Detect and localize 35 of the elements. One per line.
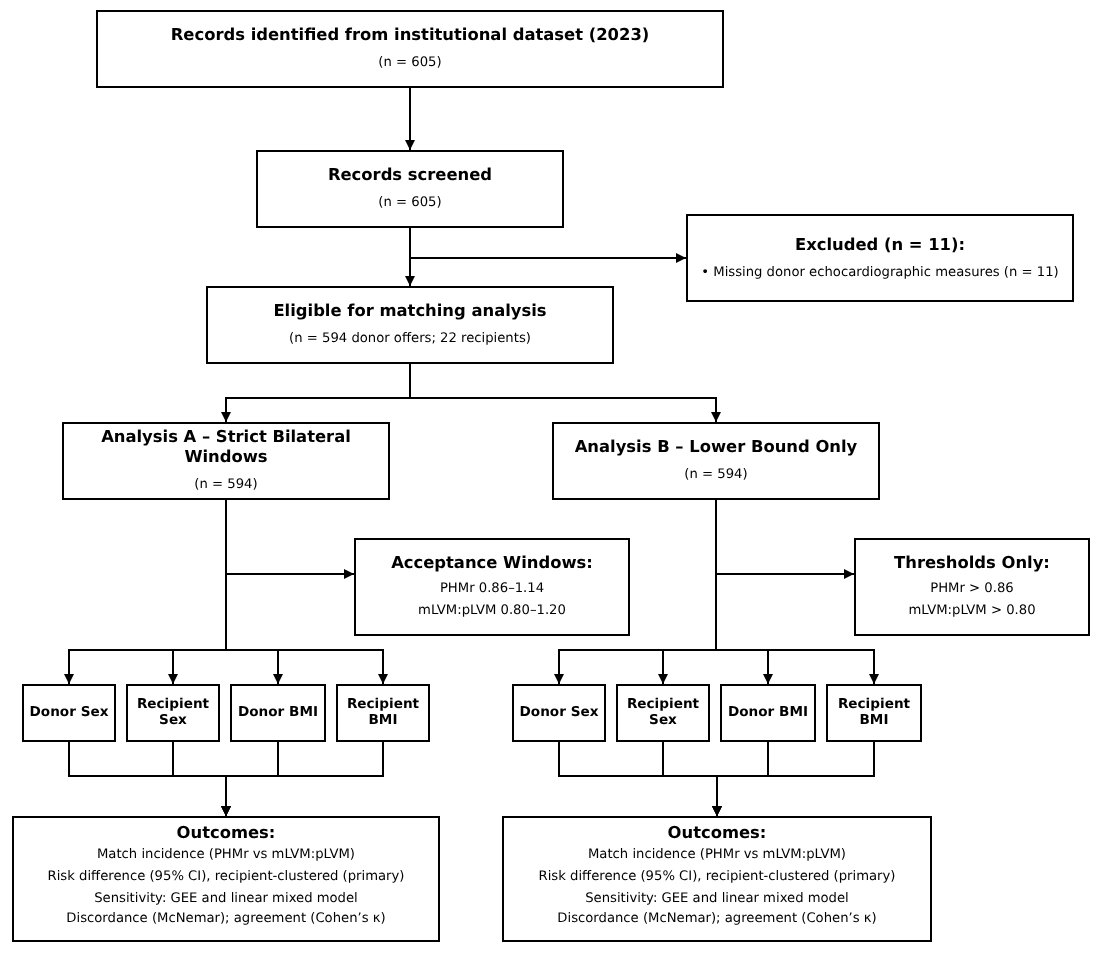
process-box (686, 214, 1074, 302)
process-box (230, 684, 326, 742)
box-heading: Excluded (n = 11): (794, 235, 966, 254)
process-box (720, 684, 816, 742)
box-heading: Analysis A – Strict Bilateral Windows (99, 428, 353, 467)
box-heading: Thresholds Only: (894, 554, 1050, 574)
process-box (206, 286, 614, 364)
process-box (336, 684, 430, 742)
arrow (409, 227, 687, 263)
process-box (62, 422, 390, 500)
process-box (22, 684, 116, 742)
process-box (854, 538, 1090, 636)
process-box (256, 150, 564, 228)
process-box (96, 10, 724, 88)
arrow (221, 741, 384, 817)
arrow (712, 741, 875, 817)
arrow (715, 499, 879, 685)
process-box (354, 538, 630, 636)
arrow (225, 499, 388, 685)
box-heading: Analysis B – Lower Bound Only (574, 438, 858, 457)
process-box (126, 684, 220, 742)
process-box (552, 422, 880, 500)
process-box (12, 816, 440, 942)
box-heading: Outcomes: (176, 824, 276, 843)
process-box (502, 816, 932, 942)
arrow (405, 87, 415, 151)
arrow (409, 363, 721, 423)
box-heading: Acceptance Windows: (391, 554, 593, 574)
process-box (616, 684, 710, 742)
box-heading: Records screened (327, 166, 493, 185)
process-box (826, 684, 922, 742)
box-heading: Outcomes: (667, 824, 767, 843)
box-heading: Records identified from institutional dataset (2023) (170, 26, 650, 45)
box-heading: Eligible for matching analysis (273, 302, 547, 321)
process-box (512, 684, 606, 742)
